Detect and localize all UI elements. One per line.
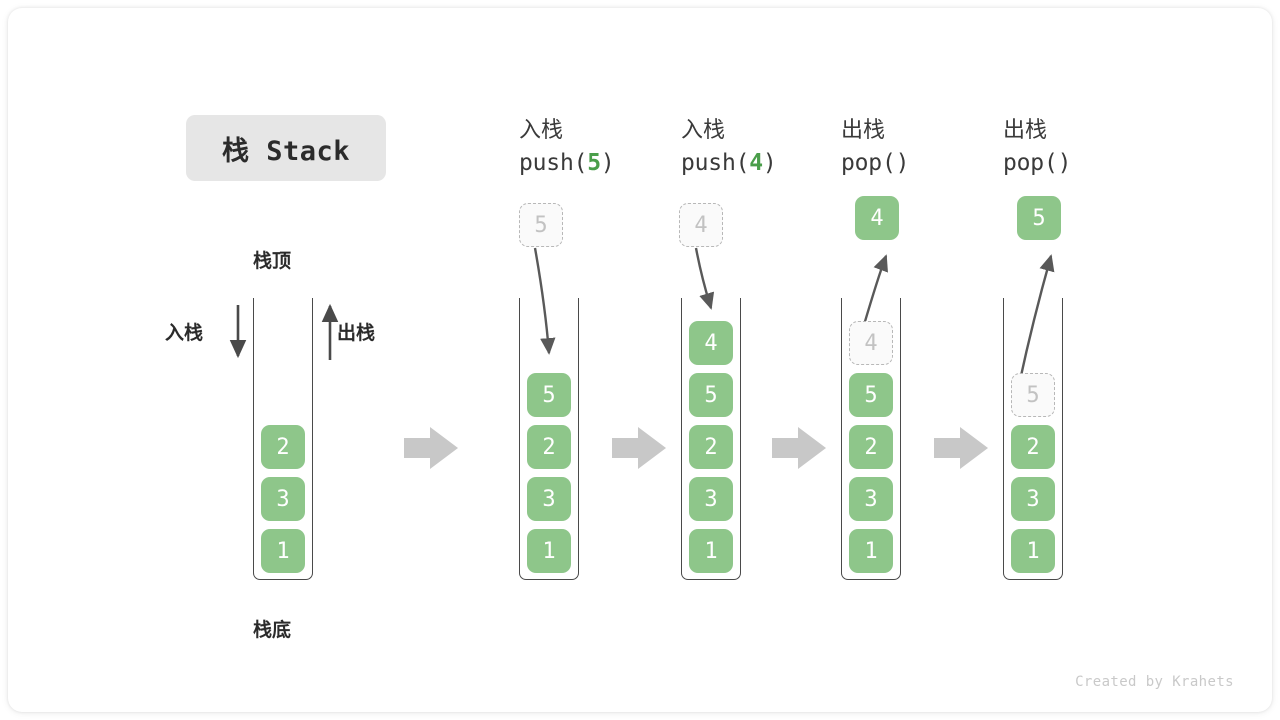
code-arg: 4	[749, 150, 763, 177]
column-header-pop-5: 出栈 pop()	[1003, 113, 1193, 181]
stack-cell: 3	[527, 477, 571, 521]
stack-top-label: 栈顶	[253, 251, 292, 272]
stack-cell: 3	[1011, 477, 1055, 521]
stack-tube-push-5	[519, 298, 579, 580]
column-header-cn: 入栈	[519, 117, 564, 142]
stack-cell: 1	[261, 529, 305, 573]
column-header-push-4: 入栈 push(4)	[681, 113, 871, 181]
stack-cell: 4	[689, 321, 733, 365]
push-side-label: 入栈	[165, 323, 204, 344]
stack-cell: 2	[689, 425, 733, 469]
diagram-canvas: 栈 Stack	[8, 8, 1272, 712]
stack-ghost-cell: 4	[849, 321, 893, 365]
stack-cell: 3	[261, 477, 305, 521]
column-header-code: pop()	[1003, 150, 1072, 177]
step-arrow-3	[772, 427, 826, 469]
column-header-cn: 出栈	[841, 117, 886, 142]
column-header-cn: 入栈	[681, 117, 726, 142]
stack-cell: 5	[689, 373, 733, 417]
stack-cell: 3	[849, 477, 893, 521]
code-arg: 5	[587, 150, 601, 177]
stack-cell: 1	[849, 529, 893, 573]
stack-cell: 2	[527, 425, 571, 469]
stack-bottom-label: 栈底	[253, 620, 292, 641]
column-header-code: push(5)	[519, 150, 615, 177]
step-arrow-2	[612, 427, 666, 469]
column-header-code: pop()	[841, 150, 910, 177]
popped-cell: 4	[855, 196, 899, 240]
stack-tube-push-4	[681, 298, 741, 580]
pop-side-label: 出栈	[337, 323, 376, 344]
step-arrow-4	[934, 427, 988, 469]
stack-cell: 3	[689, 477, 733, 521]
column-header-pop-4: 出栈 pop()	[841, 113, 1031, 181]
credit-footer: Created by Krahets	[1075, 674, 1234, 690]
title-badge: 栈 Stack	[186, 115, 386, 181]
stack-tube-pop-4	[841, 298, 901, 580]
column-header-cn: 出栈	[1003, 117, 1048, 142]
column-header-push-5: 入栈 push(5)	[519, 113, 709, 181]
floating-ghost-cell: 4	[679, 203, 723, 247]
title-label: 栈 Stack	[221, 135, 351, 167]
stack-cell: 5	[527, 373, 571, 417]
stack-tube-pop-5	[1003, 298, 1063, 580]
column-header-code: push(4)	[681, 150, 777, 177]
stack-tube-initial	[253, 298, 313, 580]
stack-cell: 1	[1011, 529, 1055, 573]
floating-ghost-cell: 5	[519, 203, 563, 247]
stack-cell: 1	[689, 529, 733, 573]
stack-cell: 5	[849, 373, 893, 417]
stack-ghost-cell: 5	[1011, 373, 1055, 417]
step-arrow-1	[404, 427, 458, 469]
stack-cell: 2	[849, 425, 893, 469]
popped-cell: 5	[1017, 196, 1061, 240]
stack-cell: 2	[261, 425, 305, 469]
stack-cell: 1	[527, 529, 571, 573]
stack-cell: 2	[1011, 425, 1055, 469]
